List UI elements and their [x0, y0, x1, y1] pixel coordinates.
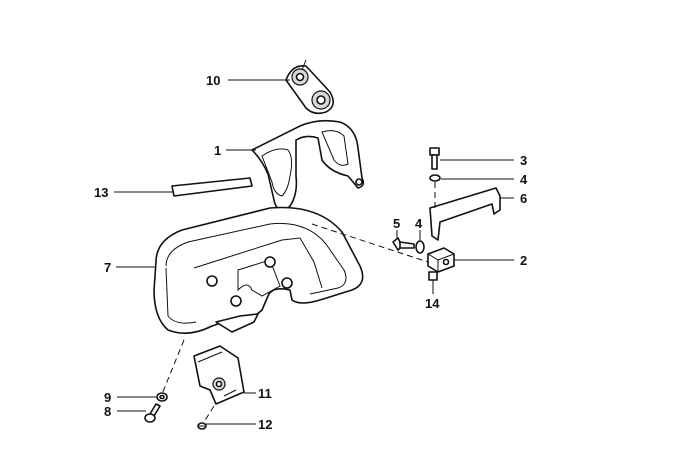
part-7-tray — [153, 206, 364, 334]
callout-11: 11 — [258, 386, 272, 401]
callout-5: 5 — [393, 216, 400, 231]
part-9-washer — [156, 392, 168, 402]
part-14-nut — [428, 271, 438, 281]
assembly-line-clip-screw — [203, 405, 215, 423]
part-2-block — [427, 247, 455, 273]
part-4-washer-upper — [429, 174, 441, 182]
part-3-bolt — [429, 147, 440, 170]
part-12-screw — [197, 422, 207, 430]
callout-2: 2 — [520, 253, 527, 268]
callout-1: 1 — [214, 143, 221, 158]
part-10-bushing-plate — [285, 59, 334, 115]
callout-8: 8 — [104, 404, 111, 419]
callout-4-lower: 4 — [415, 216, 423, 231]
leader-lines — [114, 79, 514, 425]
part-13-strip — [171, 177, 253, 197]
part-6-rail — [429, 187, 501, 241]
part-5-bolt — [392, 237, 415, 251]
part-4-washer-lower — [415, 240, 425, 254]
callout-4-upper: 4 — [520, 172, 528, 187]
callout-6: 6 — [520, 191, 527, 206]
callout-9: 9 — [104, 390, 111, 405]
assembly-line-tray-clip — [161, 339, 185, 395]
callout-10: 10 — [206, 73, 220, 88]
part-8-screw — [144, 403, 161, 423]
callout-3: 3 — [520, 153, 527, 168]
callout-13: 13 — [94, 185, 108, 200]
callout-12: 12 — [258, 417, 272, 432]
part-1-bracket — [251, 119, 365, 213]
assembly-line-tray-block — [311, 223, 429, 263]
callout-7: 7 — [104, 260, 111, 275]
part-11-clip — [193, 345, 245, 405]
callout-14: 14 — [425, 296, 440, 311]
